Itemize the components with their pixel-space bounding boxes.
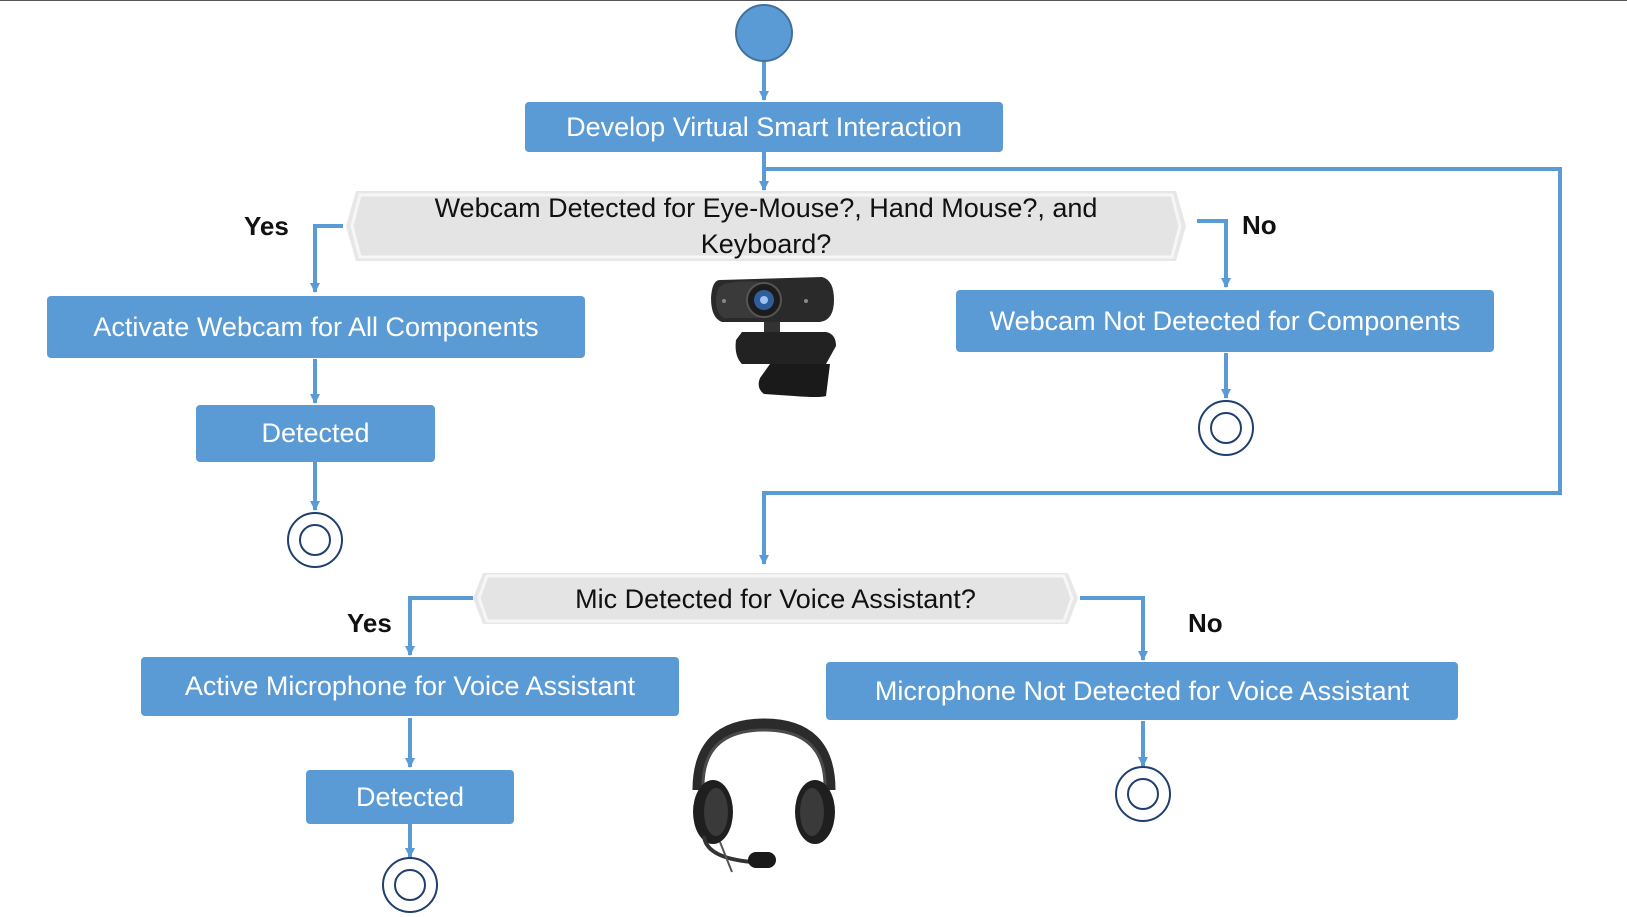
decision-mic: Mic Detected for Voice Assistant? [473, 573, 1078, 624]
label-mic-yes: Yes [347, 608, 392, 638]
node-webcam-detected: Detected [196, 405, 435, 462]
edge-webcam-no [1197, 219, 1231, 288]
edge-mic-yes [405, 596, 473, 656]
headset-icon [692, 718, 836, 873]
final-node-webcam-not-detected [1198, 400, 1254, 456]
node-mic-not-detected: Microphone Not Detected for Voice Assist… [826, 662, 1458, 720]
decision-webcam-shape [346, 191, 1186, 261]
label-mic-no: No [1188, 608, 1223, 638]
final-node-mic-detected [382, 857, 438, 913]
node-webcam-not-detected: Webcam Not Detected for Components [956, 290, 1494, 352]
decision-mic-text: Mic Detected for Voice Assistant? [575, 583, 976, 614]
edge-develop-mic-question [759, 167, 1562, 565]
webcam-icon [711, 277, 836, 397]
top-border-line [0, 0, 1627, 1]
decision-webcam-text: Webcam Detected for Eye-Mouse?, Hand Mou… [434, 193, 1098, 259]
edge-webcam-yes [310, 224, 343, 293]
final-node-webcam-detected [287, 512, 343, 568]
start-node [735, 4, 793, 62]
decision-mic-shape [473, 573, 1078, 624]
edge-mic-no [1080, 596, 1148, 661]
decision-webcam: Webcam Detected for Eye-Mouse?, Hand Mou… [346, 191, 1186, 261]
node-active-microphone: Active Microphone for Voice Assistant [141, 657, 679, 716]
node-mic-detected: Detected [306, 770, 514, 824]
node-activate-webcam: Activate Webcam for All Components [47, 296, 585, 358]
node-develop: Develop Virtual Smart Interaction [525, 102, 1003, 152]
final-node-mic-not-detected [1115, 766, 1171, 822]
label-webcam-yes: Yes [244, 211, 289, 241]
label-webcam-no: No [1242, 210, 1277, 240]
